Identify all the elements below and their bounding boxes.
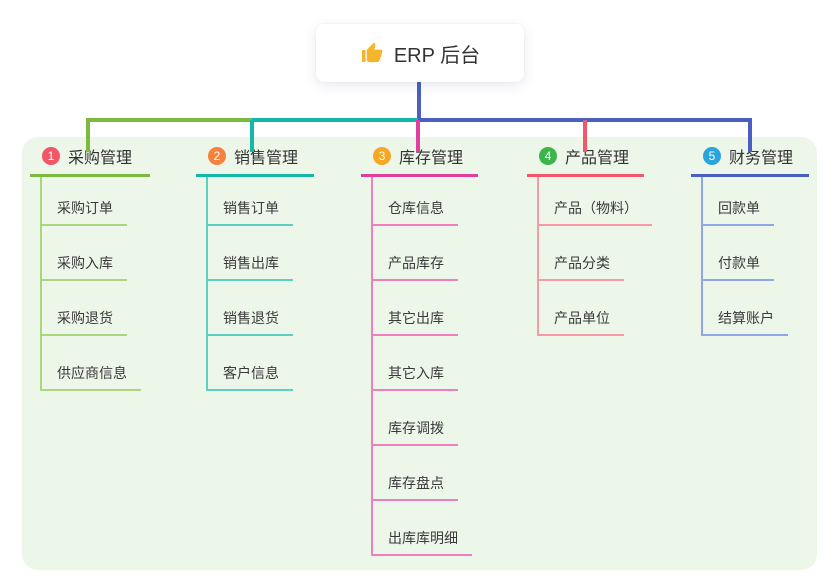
branch-4: 4 产品管理产品（物料）产品分类产品单位 <box>527 137 652 336</box>
branch-number-badge: 1 <box>42 146 60 165</box>
branch-1: 1 采购管理采购订单采购入库采购退货供应商信息 <box>30 137 150 391</box>
branch-children: 回款单付款单结算账户 <box>701 177 809 336</box>
branch-title-label: 财务管理 <box>729 149 794 167</box>
branches-panel: 1 采购管理采购订单采购入库采购退货供应商信息 2 销售管理销售订单销售出库销售退货客… <box>22 137 817 570</box>
branch-child-item[interactable]: 产品单位 <box>539 281 624 336</box>
branch-child-item[interactable]: 销售退货 <box>208 281 293 336</box>
branch-title-label: 库存管理 <box>399 149 464 167</box>
branch-child-item[interactable]: 出库库明细 <box>373 501 472 556</box>
branch-title-label: 采购管理 <box>68 149 133 167</box>
branch-children: 采购订单采购入库采购退货供应商信息 <box>40 177 150 391</box>
branch-number-badge: 4 <box>539 146 557 165</box>
branch-number-badge: 5 <box>703 146 721 165</box>
branch-children: 销售订单销售出库销售退货客户信息 <box>206 177 314 391</box>
branch-5: 5 财务管理回款单付款单结算账户 <box>691 137 809 336</box>
branch-child-item[interactable]: 其它出库 <box>373 281 458 336</box>
branch-3: 3 库存管理仓库信息产品库存其它出库其它入库库存调拨库存盘点出库库明细 <box>361 137 478 556</box>
branch-children: 产品（物料）产品分类产品单位 <box>537 177 652 336</box>
branch-children: 仓库信息产品库存其它出库其它入库库存调拨库存盘点出库库明细 <box>371 177 478 556</box>
branch-title-label: 销售管理 <box>234 149 299 167</box>
branch-child-item[interactable]: 产品（物料） <box>539 177 652 226</box>
connector-drop-1 <box>86 120 90 152</box>
root-node[interactable]: ERP 后台 <box>316 24 524 82</box>
branch-title[interactable]: 5 财务管理 <box>691 137 809 177</box>
branch-child-item[interactable]: 客户信息 <box>208 336 293 391</box>
branch-child-item[interactable]: 库存盘点 <box>373 446 458 501</box>
branch-child-item[interactable]: 产品库存 <box>373 226 458 281</box>
connector-bus-segment-1 <box>86 118 252 122</box>
branch-child-item[interactable]: 回款单 <box>703 177 774 226</box>
connector-drop-2 <box>250 120 254 152</box>
branch-child-item[interactable]: 采购退货 <box>42 281 127 336</box>
branch-child-item[interactable]: 结算账户 <box>703 281 788 336</box>
branch-child-item[interactable]: 付款单 <box>703 226 774 281</box>
branch-title[interactable]: 3 库存管理 <box>361 137 478 177</box>
branch-title[interactable]: 4 产品管理 <box>527 137 644 177</box>
connector-drop-4 <box>583 120 587 152</box>
connector-drop-5 <box>748 120 752 152</box>
branch-child-item[interactable]: 产品分类 <box>539 226 624 281</box>
branch-number-badge: 3 <box>373 146 391 165</box>
branch-child-item[interactable]: 销售出库 <box>208 226 293 281</box>
branch-title[interactable]: 1 采购管理 <box>30 137 150 177</box>
branch-child-item[interactable]: 采购入库 <box>42 226 127 281</box>
connector-bus-segment-2 <box>252 118 418 122</box>
branch-child-item[interactable]: 库存调拨 <box>373 391 458 446</box>
branch-child-item[interactable]: 供应商信息 <box>42 336 141 391</box>
root-label: ERP 后台 <box>393 44 481 67</box>
branch-child-item[interactable]: 销售订单 <box>208 177 293 226</box>
branch-child-item[interactable]: 仓库信息 <box>373 177 458 226</box>
branch-child-item[interactable]: 其它入库 <box>373 336 458 391</box>
branch-title-label: 产品管理 <box>565 149 630 167</box>
connector-root-line <box>417 82 421 120</box>
branch-title[interactable]: 2 销售管理 <box>196 137 314 177</box>
branch-2: 2 销售管理销售订单销售出库销售退货客户信息 <box>196 137 314 391</box>
thumbs-up-icon <box>361 42 383 63</box>
branch-child-item[interactable]: 采购订单 <box>42 177 127 226</box>
connector-drop-3 <box>416 120 420 152</box>
branch-number-badge: 2 <box>208 146 226 165</box>
